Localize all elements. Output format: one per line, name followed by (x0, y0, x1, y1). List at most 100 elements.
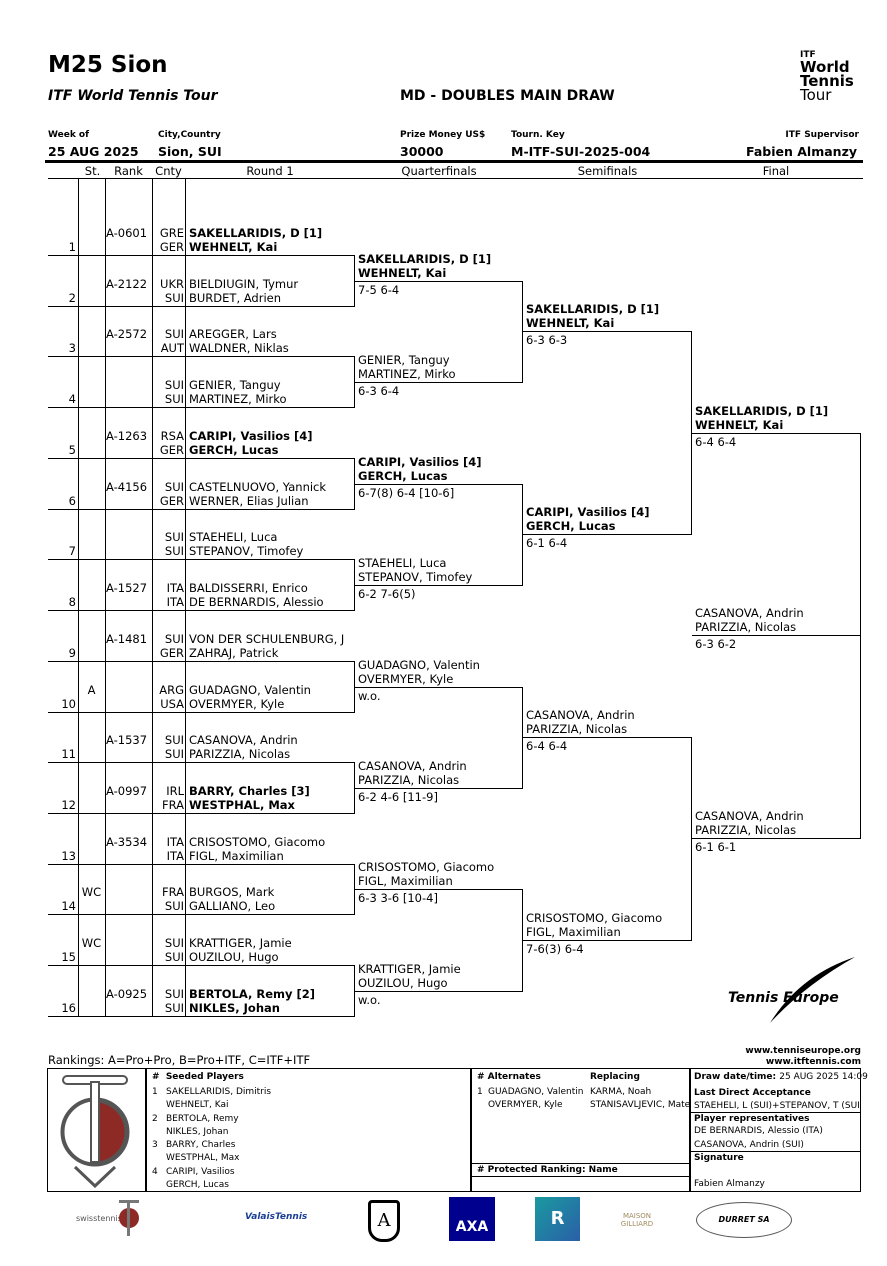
final-player[interactable]: CASANOVA, Andrin (695, 809, 804, 823)
bracket-line (691, 737, 692, 941)
seeded-player: GERCH, Lucas (166, 1179, 229, 1190)
rank: A-3534 (106, 835, 148, 849)
country: SUI (164, 936, 184, 950)
country: SUI (164, 544, 184, 558)
player-name[interactable]: FIGL, Maximilian (189, 849, 284, 863)
player-name[interactable]: WEHNELT, Kai (189, 240, 278, 254)
sf-player[interactable]: CASANOVA, Andrin (526, 708, 635, 722)
qf-player[interactable]: OUZILOU, Hugo (358, 976, 448, 990)
player-name[interactable]: NIKLES, Johan (189, 1001, 280, 1015)
bracket-line (48, 356, 355, 357)
key-value: M-ITF-SUI-2025-004 (511, 144, 651, 159)
qf-player[interactable]: CRISOSTOMO, Giacomo (358, 860, 495, 874)
champion-score: 6-3 6-2 (695, 637, 737, 651)
final-player[interactable]: PARIZZIA, Nicolas (695, 823, 797, 837)
country: SUI (164, 530, 184, 544)
player-name[interactable]: OVERMYER, Kyle (189, 697, 285, 711)
player-name[interactable]: MARTINEZ, Mirko (189, 392, 287, 406)
sf-player[interactable]: PARIZZIA, Nicolas (526, 722, 628, 736)
qf-player[interactable]: PARIZZIA, Nicolas (358, 773, 460, 787)
player-name[interactable]: GERCH, Lucas (189, 443, 279, 457)
sf-player[interactable]: GERCH, Lucas (526, 519, 616, 533)
seed-number: 4 (152, 1166, 158, 1177)
website-links: www.tenniseurope.org www.itftennis.com (745, 1046, 861, 1068)
player-name[interactable]: GUADAGNO, Valentin (189, 683, 311, 697)
player-name[interactable]: CASANOVA, Andrin (189, 733, 298, 747)
player-name[interactable]: OUZILOU, Hugo (189, 950, 279, 964)
final-player[interactable]: WEHNELT, Kai (695, 418, 784, 432)
qf-player[interactable]: GUADAGNO, Valentin (358, 658, 480, 672)
player-name[interactable]: CRISOSTOMO, Giacomo (189, 835, 326, 849)
player-name[interactable]: STEPANOV, Timofey (189, 544, 304, 558)
sf-player[interactable]: WEHNELT, Kai (526, 316, 615, 330)
player-name[interactable]: BURDET, Adrien (189, 291, 282, 305)
draw-position: 12 (61, 798, 76, 812)
replacing-title: Replacing (590, 1072, 640, 1082)
qf-player[interactable]: STEPANOV, Timofey (358, 570, 473, 584)
player-rep: CASANOVA, Andrin (SUI) (694, 1140, 804, 1150)
qf-player[interactable]: CASANOVA, Andrin (358, 759, 467, 773)
champion-player[interactable]: PARIZZIA, Nicolas (695, 620, 797, 634)
player-name[interactable]: BALDISSERRI, Enrico (189, 581, 308, 595)
seeded-player: WESTPHAL, Max (166, 1153, 240, 1163)
tenniseurope-link[interactable]: www.tenniseurope.org (745, 1046, 861, 1056)
player-name[interactable]: WALDNER, Niklas (189, 341, 289, 355)
rank: A-2572 (106, 327, 148, 341)
sf-player[interactable]: CARIPI, Vasilios [4] (526, 505, 650, 519)
player-name[interactable]: CASTELNUOVO, Yannick (189, 480, 327, 494)
player-name[interactable]: BIELDIUGIN, Tymur (189, 277, 299, 291)
city-label: City,Country (158, 130, 221, 140)
player-name[interactable]: SAKELLARIDIS, D [1] (189, 226, 323, 240)
entry-status: A (87, 683, 96, 697)
player-name[interactable]: STAEHELI, Luca (189, 530, 278, 544)
country: ITA (166, 581, 184, 595)
player-name[interactable]: CARIPI, Vasilios [4] (189, 429, 313, 443)
bracket-line (522, 484, 523, 586)
qf-player[interactable]: CARIPI, Vasilios [4] (358, 455, 482, 469)
sf-player[interactable]: CRISOSTOMO, Giacomo (526, 911, 663, 925)
protected-ranking-title: # Protected Ranking: Name (477, 1165, 618, 1175)
player-name[interactable]: KRATTIGER, Jamie (189, 936, 292, 950)
player-name[interactable]: DE BERNARDIS, Alessio (189, 595, 324, 609)
bracket-line (355, 687, 523, 688)
bracket-line (105, 178, 106, 1016)
qf-player[interactable]: STAEHELI, Luca (358, 556, 447, 570)
bracket-line (355, 382, 523, 383)
player-name[interactable]: BERTOLA, Remy [2] (189, 987, 316, 1001)
player-name[interactable]: ZAHRAJ, Patrick (189, 646, 279, 660)
qf-player[interactable]: GERCH, Lucas (358, 469, 448, 483)
replaced-player: STANISAVLJEVIC, Mateja (590, 1100, 690, 1110)
final-player[interactable]: SAKELLARIDIS, D [1] (695, 404, 829, 418)
bracket-line (354, 661, 355, 713)
champion-player[interactable]: CASANOVA, Andrin (695, 606, 804, 620)
bracket-line (523, 940, 692, 941)
bracket-line (355, 585, 523, 586)
player-name[interactable]: GENIER, Tanguy (189, 378, 281, 392)
entry-status: WC (81, 885, 102, 899)
draw-datetime: Draw date/time: 25 AUG 2025 14:09 (694, 1072, 868, 1082)
player-name[interactable]: GALLIANO, Leo (189, 899, 276, 913)
qf-player[interactable]: WEHNELT, Kai (358, 266, 447, 280)
player-name[interactable]: BARRY, Charles [3] (189, 784, 310, 798)
qf-player[interactable]: SAKELLARIDIS, D [1] (358, 252, 492, 266)
country: SUI (164, 291, 184, 305)
qf-player[interactable]: OVERMYER, Kyle (358, 672, 454, 686)
sf-player[interactable]: SAKELLARIDIS, D [1] (526, 302, 660, 316)
player-name[interactable]: WESTPHAL, Max (189, 798, 295, 812)
qf-score: 6-2 7-6(5) (358, 587, 416, 601)
player-name[interactable]: BURGOS, Mark (189, 885, 275, 899)
qf-player[interactable]: FIGL, Maximilian (358, 874, 453, 888)
qf-player[interactable]: GENIER, Tanguy (358, 353, 450, 367)
bracket-line (692, 838, 861, 839)
qf-player[interactable]: KRATTIGER, Jamie (358, 962, 461, 976)
bracket-line (354, 458, 355, 510)
player-name[interactable]: PARIZZIA, Nicolas (189, 747, 291, 761)
itftennis-link[interactable]: www.itftennis.com (765, 1057, 861, 1067)
player-name[interactable]: AREGGER, Lars (189, 327, 277, 341)
player-name[interactable]: VON DER SCHULENBURG, J (189, 632, 345, 646)
player-name[interactable]: WERNER, Elias Julian (189, 494, 309, 508)
qf-player[interactable]: MARTINEZ, Mirko (358, 367, 456, 381)
key-label: Tourn. Key (511, 130, 565, 140)
sf-player[interactable]: FIGL, Maximilian (526, 925, 621, 939)
